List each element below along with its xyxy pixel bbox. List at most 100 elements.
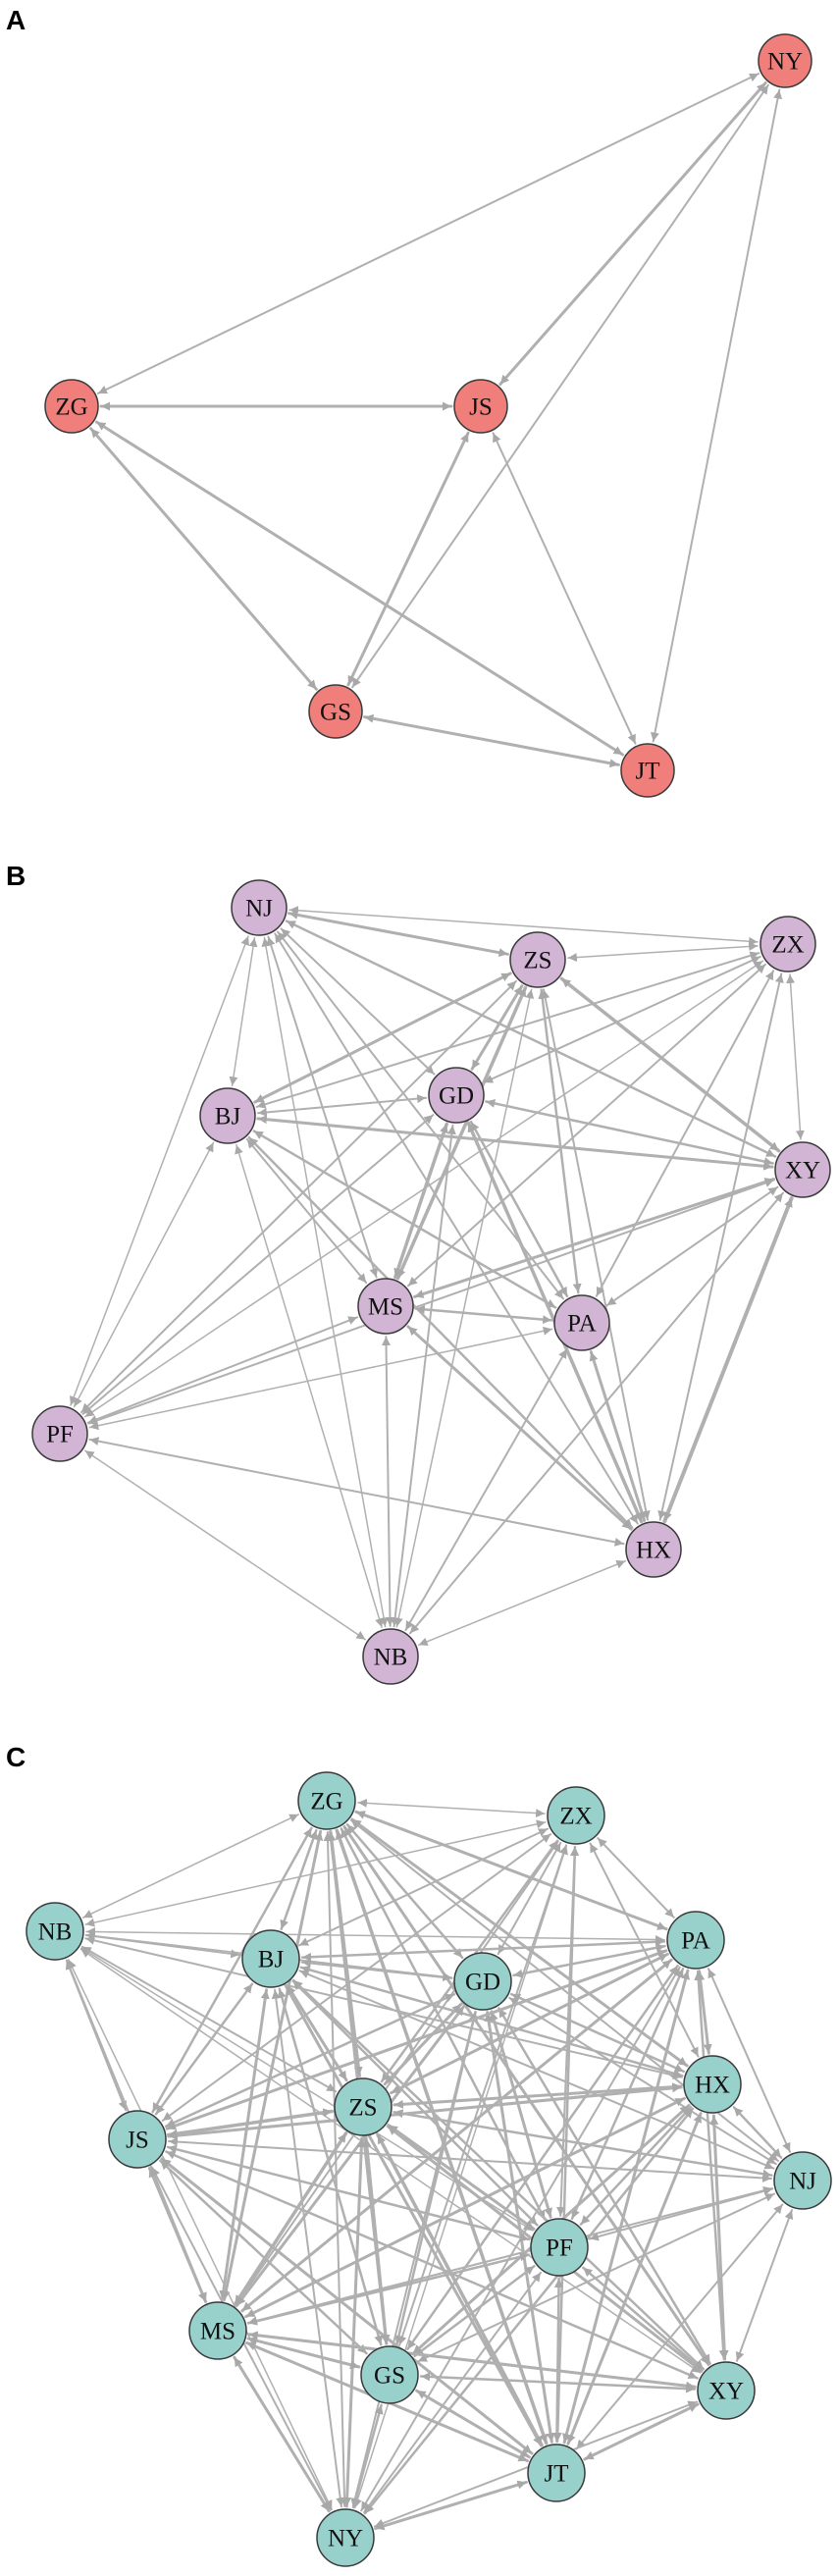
edge-js-jt — [492, 432, 637, 745]
node-label-bj: BJ — [258, 1947, 285, 1973]
edge-pf-hx — [88, 1437, 625, 1547]
node-circle-bj — [199, 1087, 256, 1144]
edge-ms-hx — [406, 1325, 633, 1531]
node-label-ny: NY — [767, 49, 803, 76]
node-circle-ny — [758, 33, 812, 88]
node-xy: XY — [697, 2361, 756, 2420]
edge-zg-ny — [97, 73, 759, 394]
edge-zx-hx — [657, 973, 784, 1521]
node-label-pa: PA — [567, 1311, 597, 1338]
node-label-jt: JT — [545, 2461, 569, 2488]
node-circle-hx — [625, 1521, 682, 1578]
node-label-zs: ZS — [348, 2095, 377, 2122]
node-label-js: JS — [469, 394, 493, 421]
node-circle-xy — [697, 2361, 756, 2420]
node-label-zg: ZG — [55, 394, 87, 421]
panel-c-label: C — [6, 1742, 26, 1772]
edge-pa-ny — [360, 1966, 681, 2512]
node-label-ny: NY — [328, 2526, 363, 2552]
node-gd: GD — [453, 1952, 512, 2011]
node-js: JS — [453, 379, 508, 434]
edge-zx-pa — [597, 1837, 675, 1919]
node-label-gd: GD — [465, 1970, 500, 1996]
node-circle-jt — [527, 2444, 586, 2502]
node-label-js: JS — [126, 2128, 149, 2154]
edge-pf-gs — [413, 2264, 536, 2358]
node-zx: ZX — [759, 916, 816, 973]
node-circle-xy — [774, 1141, 831, 1198]
edge-hx-nb — [417, 1559, 627, 1647]
node-label-gs: GS — [374, 2363, 405, 2390]
node-circle-ms — [188, 2301, 247, 2360]
node-zx: ZX — [547, 1786, 605, 1845]
edge-zs-zx — [567, 941, 759, 963]
node-label-hx: HX — [695, 2073, 730, 2099]
edge-zs-gs — [362, 2136, 391, 2345]
node-label-nj: NJ — [245, 896, 273, 922]
node-circle-js — [108, 2110, 167, 2169]
node-zg: ZG — [44, 379, 99, 434]
node-gs: GS — [308, 684, 363, 739]
edge-zs-ms — [233, 2131, 348, 2306]
edge-nj-ms — [247, 2185, 773, 2326]
edge-gs-jt — [415, 2389, 531, 2459]
edge-gd-nb — [391, 1124, 456, 1628]
node-circle-bj — [241, 1929, 300, 1988]
node-circle-zg — [44, 379, 99, 434]
edge-nj-nb — [261, 936, 389, 1628]
edge-xy-jt — [583, 2402, 700, 2461]
node-js: JS — [108, 2110, 167, 2169]
node-label-nb: NB — [374, 1645, 408, 1671]
node-label-nb: NB — [38, 1919, 73, 1946]
node-circle-gd — [453, 1952, 512, 2011]
node-circle-jt — [620, 743, 675, 798]
edge-pa-jt — [562, 1969, 690, 2445]
edge-ms-pa — [414, 1304, 553, 1325]
node-nj: NJ — [773, 2151, 832, 2210]
edge-ms-ny — [233, 2355, 331, 2513]
panel-a-edges — [89, 73, 783, 768]
node-label-zs: ZS — [523, 948, 551, 974]
node-ms: MS — [188, 2301, 247, 2360]
node-label-ms: MS — [200, 2319, 236, 2345]
panel-c-edges — [65, 1798, 794, 2531]
node-bj: BJ — [199, 1087, 256, 1144]
edge-zs-pf — [80, 979, 517, 1414]
edge-pa-nb — [404, 1347, 568, 1632]
node-circle-gs — [308, 684, 363, 739]
panel-c-nodes: ZG ZX NB BJ GD PA HX JS ZS NJ PF MS GS XY JT NY — [26, 1771, 832, 2567]
node-bj: BJ — [241, 1929, 300, 1988]
edge-nj-zs — [288, 910, 509, 958]
edge-xy-hx — [662, 1195, 794, 1524]
node-hx: HX — [625, 1521, 682, 1578]
edge-xy-pf — [87, 1179, 775, 1425]
edge-zg-zx — [357, 1798, 546, 1818]
edge-nj-xy — [735, 2209, 794, 2362]
node-label-xy: XY — [785, 1158, 820, 1184]
node-circle-zx — [547, 1786, 605, 1845]
node-circle-pa — [666, 1911, 725, 1970]
edge-pf-nb — [83, 1449, 367, 1641]
edge-pa-hx — [589, 1350, 647, 1522]
edge-bj-gd — [256, 1094, 428, 1117]
node-pf: PF — [530, 2218, 589, 2277]
edge-hx-js — [167, 2083, 683, 2140]
node-label-zg: ZG — [310, 1789, 342, 1815]
node-zs: ZS — [334, 2077, 393, 2136]
node-circle-nb — [26, 1902, 84, 1961]
edge-pa-pf — [88, 1326, 553, 1431]
node-circle-pf — [31, 1405, 88, 1462]
node-jt: JT — [620, 743, 675, 798]
edge-gs-xy — [419, 2372, 697, 2393]
node-label-zx: ZX — [559, 1804, 592, 1830]
node-circle-gs — [360, 2345, 419, 2404]
node-label-pa: PA — [681, 1928, 710, 1955]
node-label-zx: ZX — [771, 932, 804, 959]
edge-hx-pf — [579, 2106, 693, 2226]
edge-nj-hx — [274, 932, 639, 1525]
node-circle-nj — [773, 2151, 832, 2210]
node-circle-pa — [553, 1294, 610, 1351]
